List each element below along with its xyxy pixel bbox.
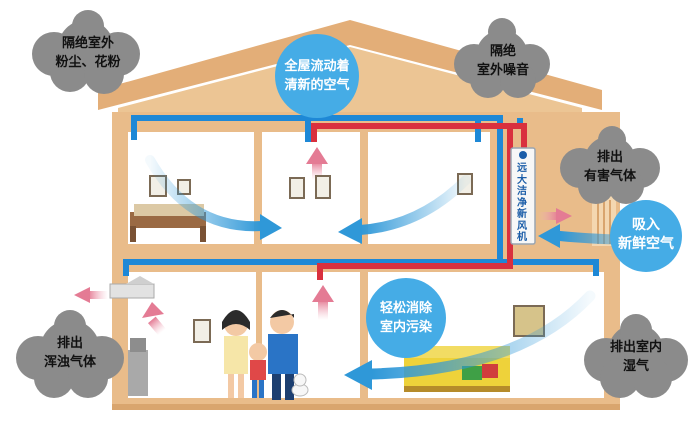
airflow-arrow <box>145 155 282 240</box>
label-exhaust-harmful: 排出有害气体 <box>583 150 636 184</box>
label-house-air: 全屋流动着清新的空气 <box>284 59 350 93</box>
cloud-shape <box>560 126 660 204</box>
pink-arrow-left <box>74 287 108 303</box>
label-exhaust-humid: 排出室内湿气 <box>609 340 662 374</box>
airflow-arrow <box>344 290 596 390</box>
cloud-shape <box>16 310 124 398</box>
cloud-shape <box>32 10 140 94</box>
label-outdoor-dust: 隔绝室外粉尘、花粉 <box>55 36 121 70</box>
airflow-arrow <box>338 175 471 244</box>
label-remove-pollution: 轻松消除室内污染 <box>379 301 432 335</box>
label-exhaust-dirty: 排出浑浊气体 <box>43 336 96 370</box>
bubble-fresh-intake <box>610 200 682 272</box>
cloud-shape <box>584 314 688 398</box>
bubble-remove-pollution <box>366 278 446 358</box>
label-fresh-intake: 吸入新鲜空气 <box>618 217 674 252</box>
unit-name-label: 远大洁净新风机 <box>517 163 527 243</box>
label-outdoor-noise: 隔绝室外噪音 <box>476 44 529 78</box>
fresh-air-unit-icon <box>510 147 536 245</box>
dog-icon <box>291 373 309 397</box>
bubble-house-air <box>275 34 359 118</box>
picture-frame-icon <box>149 173 545 343</box>
room-upper-middle <box>262 132 360 244</box>
water-purifier-icon <box>128 338 148 396</box>
family-figures-icon <box>222 310 298 400</box>
pink-arrow-right <box>538 208 572 224</box>
bed-icon <box>130 204 206 242</box>
pink-arrow-up <box>142 302 166 336</box>
range-hood-icon <box>109 276 155 299</box>
pink-arrow-up <box>306 147 328 180</box>
pink-arrow-up <box>312 285 334 320</box>
cloud-shape <box>454 18 550 98</box>
